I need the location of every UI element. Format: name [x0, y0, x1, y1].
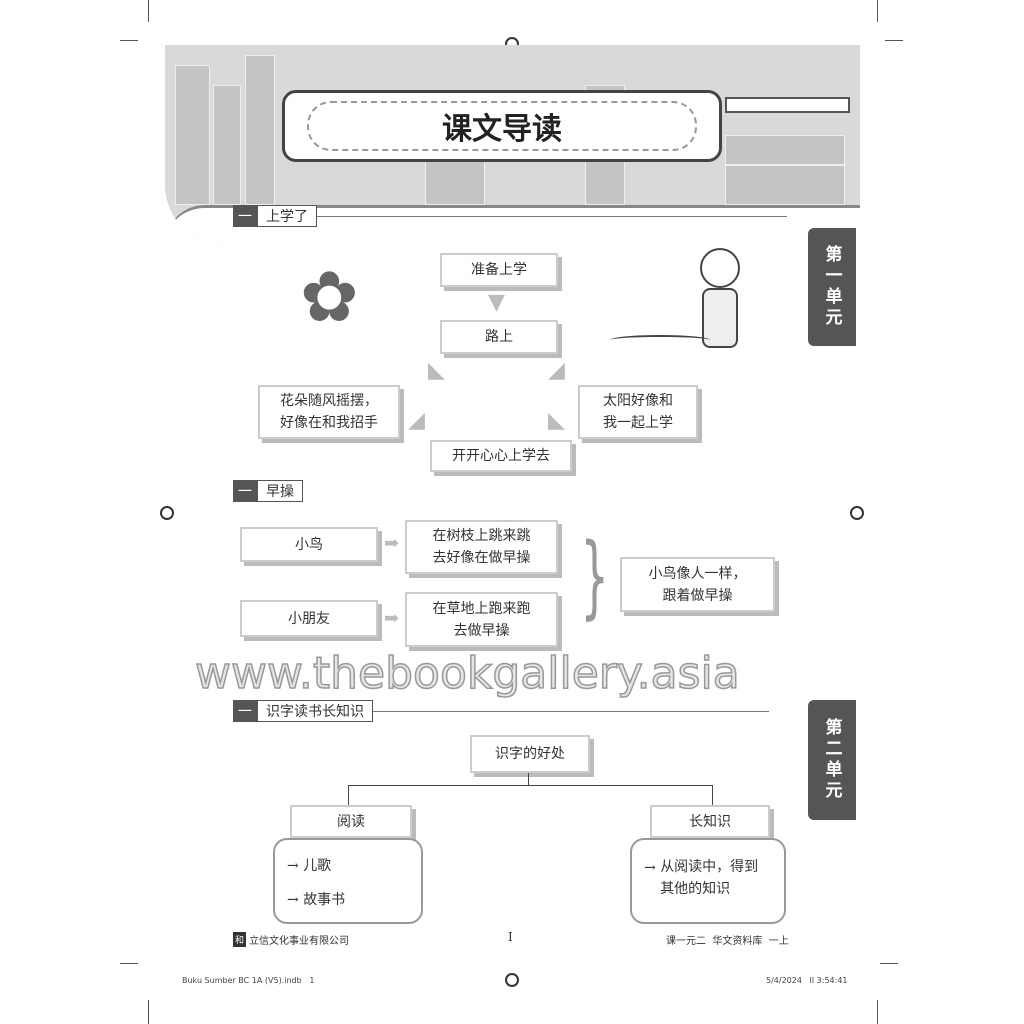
flow-step: 准备上学: [440, 253, 558, 287]
result-box: 小鸟像人一样， 跟着做早操: [620, 557, 775, 612]
flow-step: 路上: [440, 320, 558, 354]
section-title: 识字读书长知识: [257, 700, 373, 722]
footer-book-title: 课一元二 华文资料库 一上: [666, 936, 789, 947]
section-header-3: 一 识字读书长知识: [233, 700, 769, 722]
crop-mark: [148, 1000, 149, 1024]
registration-mark-icon: [505, 973, 519, 987]
section-title: 早操: [257, 480, 303, 502]
registration-mark-icon: [850, 506, 864, 520]
subject-box: 小鸟: [240, 527, 378, 562]
branch-list: → 儿歌 → 故事书: [273, 838, 423, 924]
page-title: 课文导读: [442, 112, 562, 147]
section-header-2: 一 早操: [233, 480, 303, 502]
branch-label: 阅读: [290, 805, 412, 838]
crop-mark: [885, 40, 903, 41]
watermark: www.thebookgallery.asia: [194, 648, 740, 699]
branch-label: 长知识: [650, 805, 770, 838]
crop-mark: [148, 0, 149, 22]
section-number: 一: [233, 700, 257, 722]
crop-mark: [120, 963, 138, 964]
page-title-box: 课文导读: [282, 90, 722, 162]
arrow-icon: ◣: [428, 358, 445, 383]
subject-box: 小朋友: [240, 600, 378, 637]
slug-date: 5/4/2024 Il 3:54:41: [766, 976, 848, 985]
crop-mark: [877, 1000, 878, 1024]
flow-step: 太阳好像和 我一起上学: [578, 385, 698, 439]
flower-illustration-icon: ✿: [300, 256, 359, 338]
branch-list: → 从阅读中，得到 其他的知识: [630, 838, 786, 924]
arrow-right-icon: ➡: [384, 533, 400, 554]
page-number: I: [508, 930, 513, 944]
section-number: 一: [233, 205, 257, 227]
section-number: 一: [233, 480, 257, 502]
flow-step: 花朵随风摇摆， 好像在和我招手: [258, 385, 400, 439]
list-item: → 故事书: [287, 892, 346, 908]
unit-tab-1: 第一单元: [808, 228, 856, 346]
arrow-down-icon: ▼: [488, 290, 505, 315]
flow-step: 开开心心上学去: [430, 440, 572, 472]
arrow-icon: ◢: [408, 408, 425, 433]
action-box: 在草地上跑来跑 去做早操: [405, 592, 558, 647]
list-item: 从阅读中，得到 其他的知识: [660, 859, 759, 897]
section-header-1: 一 上学了: [233, 205, 787, 227]
section-title: 上学了: [257, 205, 317, 227]
slug-file: Buku Sumber BC 1A (V5).indb 1: [182, 976, 315, 985]
brace-icon: }: [580, 524, 609, 629]
boy-illustration-icon: [610, 240, 760, 360]
crop-mark: [877, 0, 878, 22]
list-item: → 儿歌: [287, 858, 332, 874]
publisher: 和 立信文化事业有限公司: [233, 932, 349, 947]
root-box: 识字的好处: [470, 735, 590, 773]
unit-tab-2: 第二单元: [808, 700, 856, 820]
arrow-icon: ◢: [548, 358, 565, 383]
registration-mark-icon: [160, 506, 174, 520]
arrow-right-icon: ➡: [384, 608, 400, 629]
arrow-icon: ◣: [548, 408, 565, 433]
publisher-logo-icon: 和: [233, 932, 247, 947]
crop-mark: [120, 40, 138, 41]
action-box: 在树枝上跳来跳 去好像在做早操: [405, 520, 558, 574]
crop-mark: [880, 963, 898, 964]
